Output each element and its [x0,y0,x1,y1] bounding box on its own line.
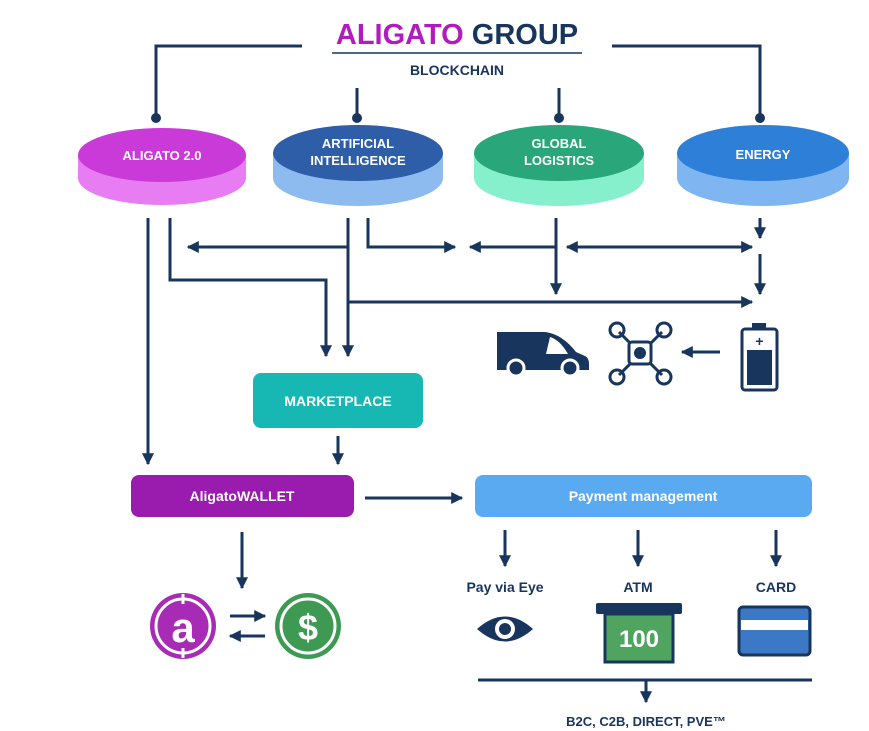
battery-icon: + [740,323,779,392]
division-ai[interactable]: ARTIFICIAL INTELLIGENCE [273,125,443,206]
header-title: ALIGATO GROUP [336,19,578,51]
division-aligato[interactable]: ALIGATO 2.0 [78,128,246,205]
svg-text:+: + [755,333,763,349]
division-label-line2: LOGISTICS [524,153,594,168]
dot-ai [352,113,362,123]
drone-icon [608,321,673,386]
division-energy[interactable]: ENERGY [677,125,849,206]
card-icon [737,605,812,657]
division-label: ENERGY [736,147,791,162]
ai-disc-top [273,125,443,181]
footer-label: B2C, C2B, DIRECT, PVE™ [566,714,726,729]
division-logistics[interactable]: GLOBAL LOGISTICS [474,125,644,206]
arrow-ai-to-logistics [366,218,457,253]
payment-label: Payment management [569,488,718,504]
arrow-aligato-to-marketplace [168,218,332,358]
svg-text:a: a [171,604,195,651]
atm-icon: 100 [596,603,682,664]
division-label: ALIGATO 2.0 [123,148,202,163]
header-subtitle: BLOCKCHAIN [410,62,504,78]
energy-disc-top [677,125,849,181]
atm-label: ATM [623,579,652,595]
division-label-line1: ARTIFICIAL [322,136,394,151]
header: ALIGATO GROUP BLOCKCHAIN [332,19,582,78]
flow-arrows [142,218,812,704]
dot-logistics [554,113,564,123]
marketplace-label: MARKETPLACE [284,393,391,409]
dollar-coin-icon: $ [275,593,341,659]
connector-energy [612,44,762,118]
payment-management-box[interactable]: Payment management [475,475,812,517]
connector-dots [151,113,765,123]
logistics-disc-top [474,125,644,181]
aligato-coin-icon: a [150,593,216,659]
svg-text:$: $ [298,607,318,648]
header-connectors [154,44,762,118]
title-group: GROUP [464,19,578,51]
connector-aligato [154,44,302,118]
division-label-line1: GLOBAL [532,136,587,151]
division-label-line2: INTELLIGENCE [310,153,406,168]
wallet-label: AligatoWALLET [190,488,295,504]
marketplace-box[interactable]: MARKETPLACE [253,373,423,428]
dot-aligato [151,113,161,123]
card-label: CARD [756,579,796,595]
eye-icon [477,616,533,642]
pay-via-eye-label: Pay via Eye [466,579,543,595]
van-icon [497,332,589,378]
atm-amount: 100 [619,626,659,653]
title-aligato: ALIGATO [336,19,464,51]
wallet-box[interactable]: AligatoWALLET [131,475,354,517]
dot-energy [755,113,765,123]
aligato-disc-top [78,128,246,182]
